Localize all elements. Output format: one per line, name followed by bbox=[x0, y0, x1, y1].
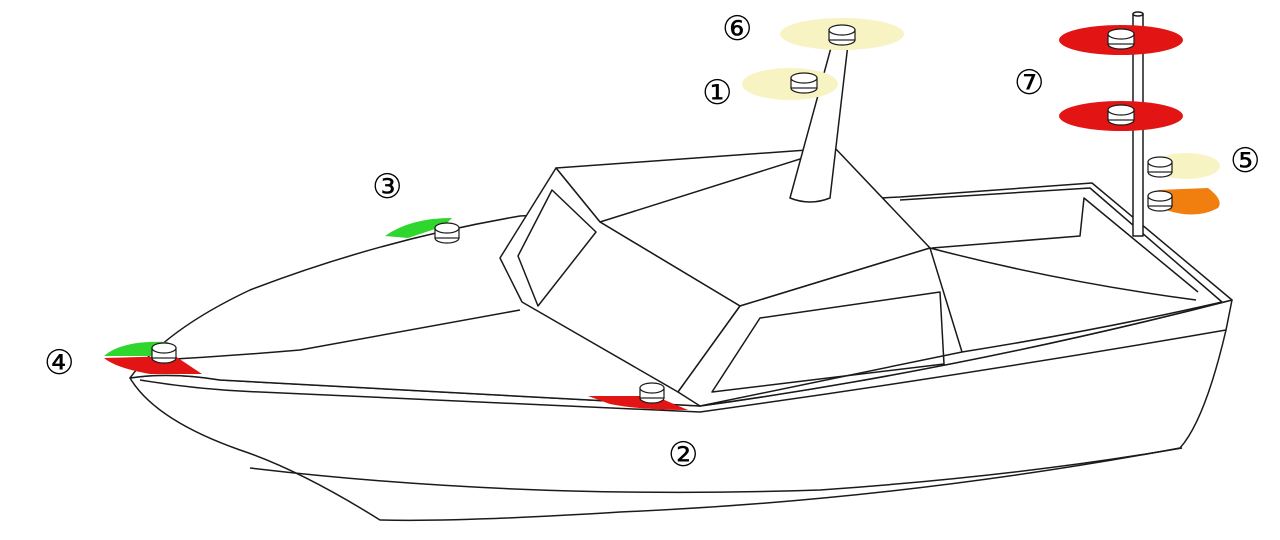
label-port-sidelight: ② bbox=[668, 435, 698, 475]
light-sector-bow-red bbox=[104, 356, 202, 374]
lamp-stern-white bbox=[1147, 156, 1173, 178]
lamp-fixtures bbox=[151, 24, 1173, 404]
lamp-all-round-red-lower bbox=[1107, 104, 1135, 126]
label-starboard-sidelight: ③ bbox=[372, 167, 402, 207]
light-sector-starboard-green bbox=[385, 218, 452, 238]
label-bow-combination-light: ④ bbox=[44, 343, 74, 383]
lamp-towing-orange bbox=[1147, 190, 1173, 212]
lamp-bow bbox=[151, 342, 177, 364]
cabin-front-edge bbox=[599, 147, 836, 223]
windshield-frame bbox=[517, 189, 597, 307]
boat-cabin bbox=[499, 147, 963, 407]
lamp-masthead-white bbox=[790, 72, 818, 94]
cabin-side bbox=[677, 247, 963, 407]
cockpit-rim-inner bbox=[931, 197, 1199, 293]
label-all-round-white: ⑥ bbox=[722, 9, 752, 49]
cockpit-rim-outer bbox=[899, 187, 1223, 353]
hull-chine bbox=[249, 447, 1183, 494]
stern-mast-top bbox=[1132, 11, 1144, 17]
gunwale bbox=[139, 329, 1227, 413]
lamp-starboard-green bbox=[434, 222, 460, 244]
label-all-round-red: ⑦ bbox=[1014, 63, 1044, 103]
label-masthead-light: ① bbox=[702, 73, 732, 113]
light-sector-masthead-white bbox=[742, 68, 838, 100]
cabin-side-window bbox=[711, 291, 945, 393]
lamp-all-round-red-upper bbox=[1107, 28, 1135, 50]
cockpit-floor bbox=[929, 247, 1197, 301]
lamp-all-round-white bbox=[828, 24, 856, 46]
callout-labels: ⑥ ① ⑦ ⑤ ③ ④ ② bbox=[44, 9, 1260, 475]
lamp-port-red bbox=[639, 382, 665, 404]
light-sectors bbox=[104, 18, 1220, 410]
label-stern-lights: ⑤ bbox=[1230, 141, 1260, 181]
light-sector-towing-orange bbox=[1158, 188, 1220, 215]
